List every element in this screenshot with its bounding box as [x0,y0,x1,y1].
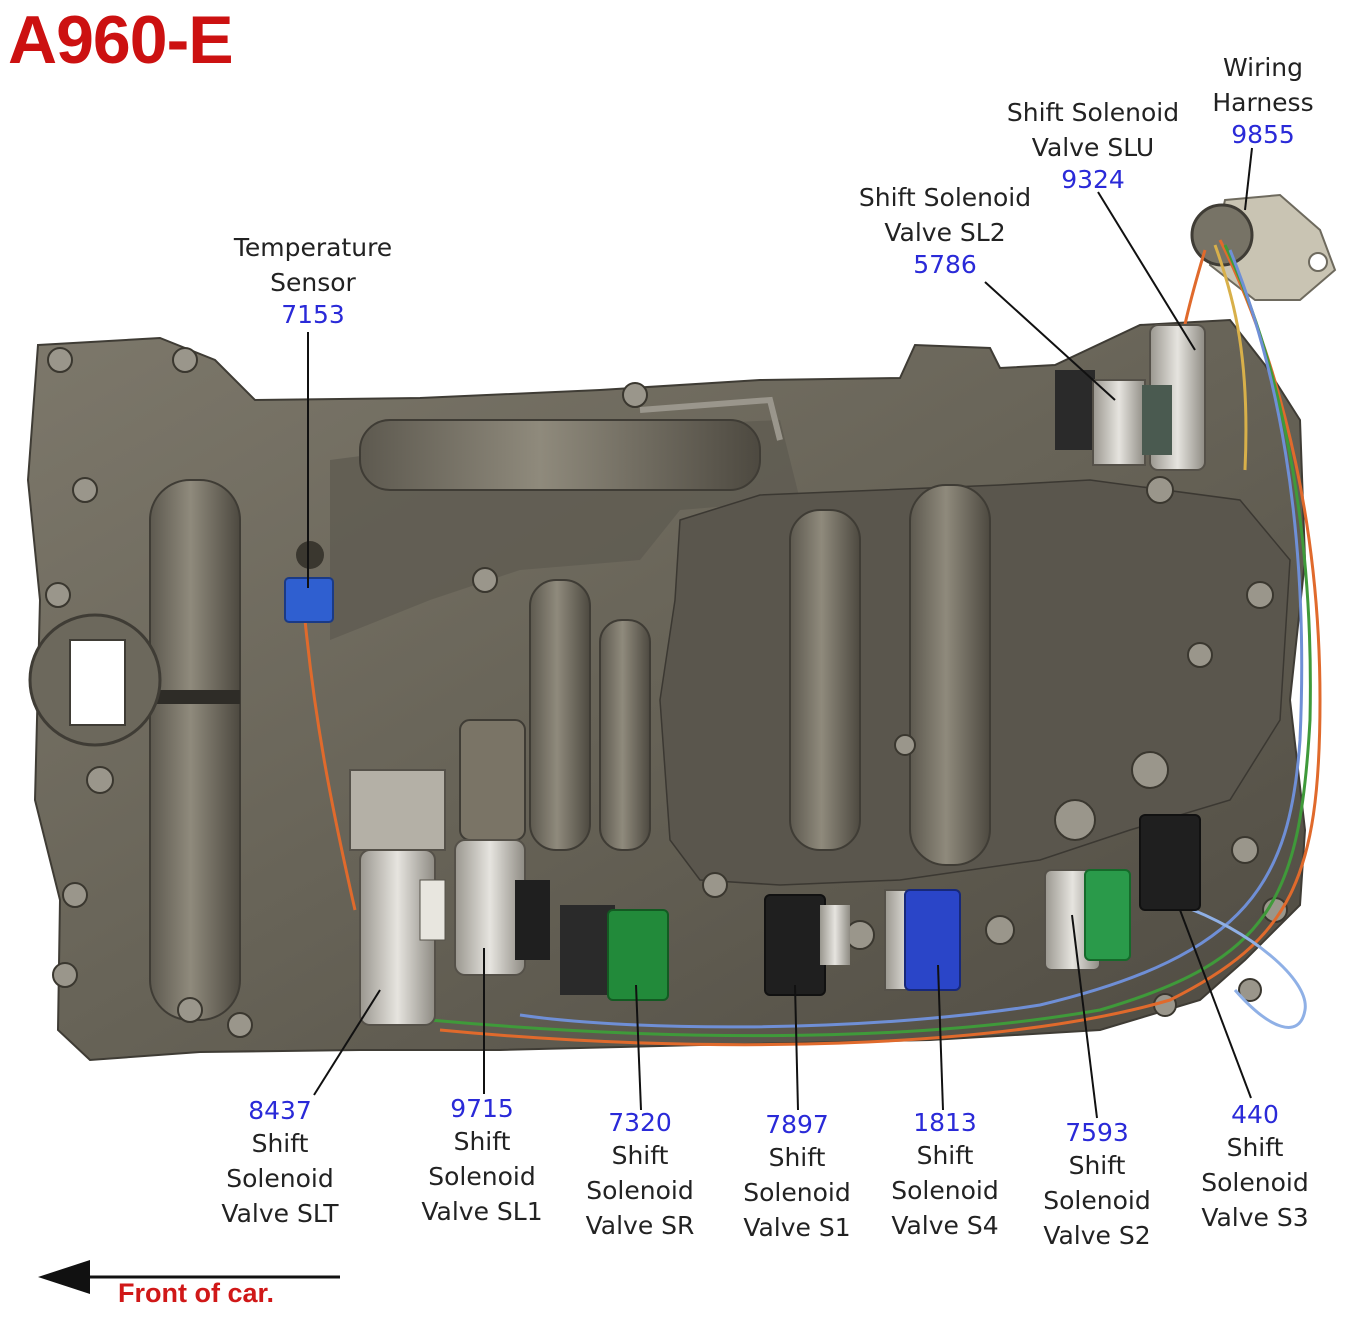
solenoid-sl1-body [454,719,550,976]
harness-wires [303,239,1322,1047]
valve-tower-4 [789,509,861,851]
callout-label: Shift Solenoid Valve SLT [221,1129,339,1228]
accumulator-tube [149,479,241,1021]
upper-valve-tube [359,419,761,491]
callout-wiring-harness: Wiring Harness 9855 [1198,50,1328,150]
part-number: 8437 [248,1096,312,1125]
solenoid-s4-body [884,889,961,991]
bolts [45,347,1288,1038]
part-number: 7153 [281,300,345,329]
solenoid-slt-body [349,769,446,1026]
solenoid-s1-body [764,894,850,996]
part-number: 1813 [913,1108,977,1137]
solenoid-s2-body [1044,869,1131,971]
callout-label: Shift Solenoid Valve SL2 [858,183,1032,247]
callout-solenoid-sl1: 9715 Shift Solenoid Valve SL1 [412,1094,552,1229]
page-title: A960-E [8,2,234,78]
callout-label: Shift Solenoid Valve S2 [1043,1151,1151,1250]
callout-label: Shift Solenoid Valve SR [585,1141,695,1240]
front-arrow [38,1260,340,1294]
callout-solenoid-s1: 7897 Shift Solenoid Valve S1 [732,1110,862,1245]
callout-label: Shift Solenoid Valve S4 [891,1141,999,1240]
wiring-harness-connector [1190,193,1337,301]
callout-label: Shift Solenoid Valve S3 [1201,1133,1309,1232]
callout-label: Shift Solenoid Valve SLU [1006,98,1180,162]
part-number: 7320 [608,1108,672,1137]
front-of-car-label: Front of car. [118,1278,275,1308]
callout-solenoid-s2: 7593 Shift Solenoid Valve S2 [1032,1118,1162,1253]
valve-tower-2 [599,619,651,851]
solenoid-sr-body [560,905,669,1001]
valve-tower-3 [909,484,991,866]
callout-solenoid-sl2: Shift Solenoid Valve SL2 5786 [850,180,1040,280]
callout-solenoid-slt: 8437 Shift Solenoid Valve SLT [210,1096,350,1231]
callout-label: Temperature Sensor [233,233,393,297]
callout-temperature-sensor: Temperature Sensor 7153 [228,230,398,330]
callout-solenoid-slu: Shift Solenoid Valve SLU 9324 [998,95,1188,195]
part-number: 9324 [1061,165,1125,194]
callout-solenoid-sr: 7320 Shift Solenoid Valve SR [575,1108,705,1243]
part-number: 7593 [1065,1118,1129,1147]
callout-solenoid-s3: 440 Shift Solenoid Valve S3 [1190,1100,1320,1235]
temperature-sensor-body [284,541,334,623]
callout-label: Shift Solenoid Valve S1 [743,1143,851,1242]
leader-lines [307,147,1253,1119]
part-number: 9855 [1231,120,1295,149]
solenoid-sl2-body [1055,370,1172,466]
solenoid-s3-body [1139,814,1201,911]
callout-solenoid-s4: 1813 Shift Solenoid Valve S4 [880,1108,1010,1243]
callout-label: Wiring Harness [1212,53,1314,117]
part-number: 7897 [765,1110,829,1139]
callout-label: Shift Solenoid Valve SL1 [421,1127,543,1226]
part-number: 5786 [913,250,977,279]
valve-tower-1 [529,579,591,851]
part-number: 440 [1231,1100,1279,1129]
part-number: 9715 [450,1094,514,1123]
